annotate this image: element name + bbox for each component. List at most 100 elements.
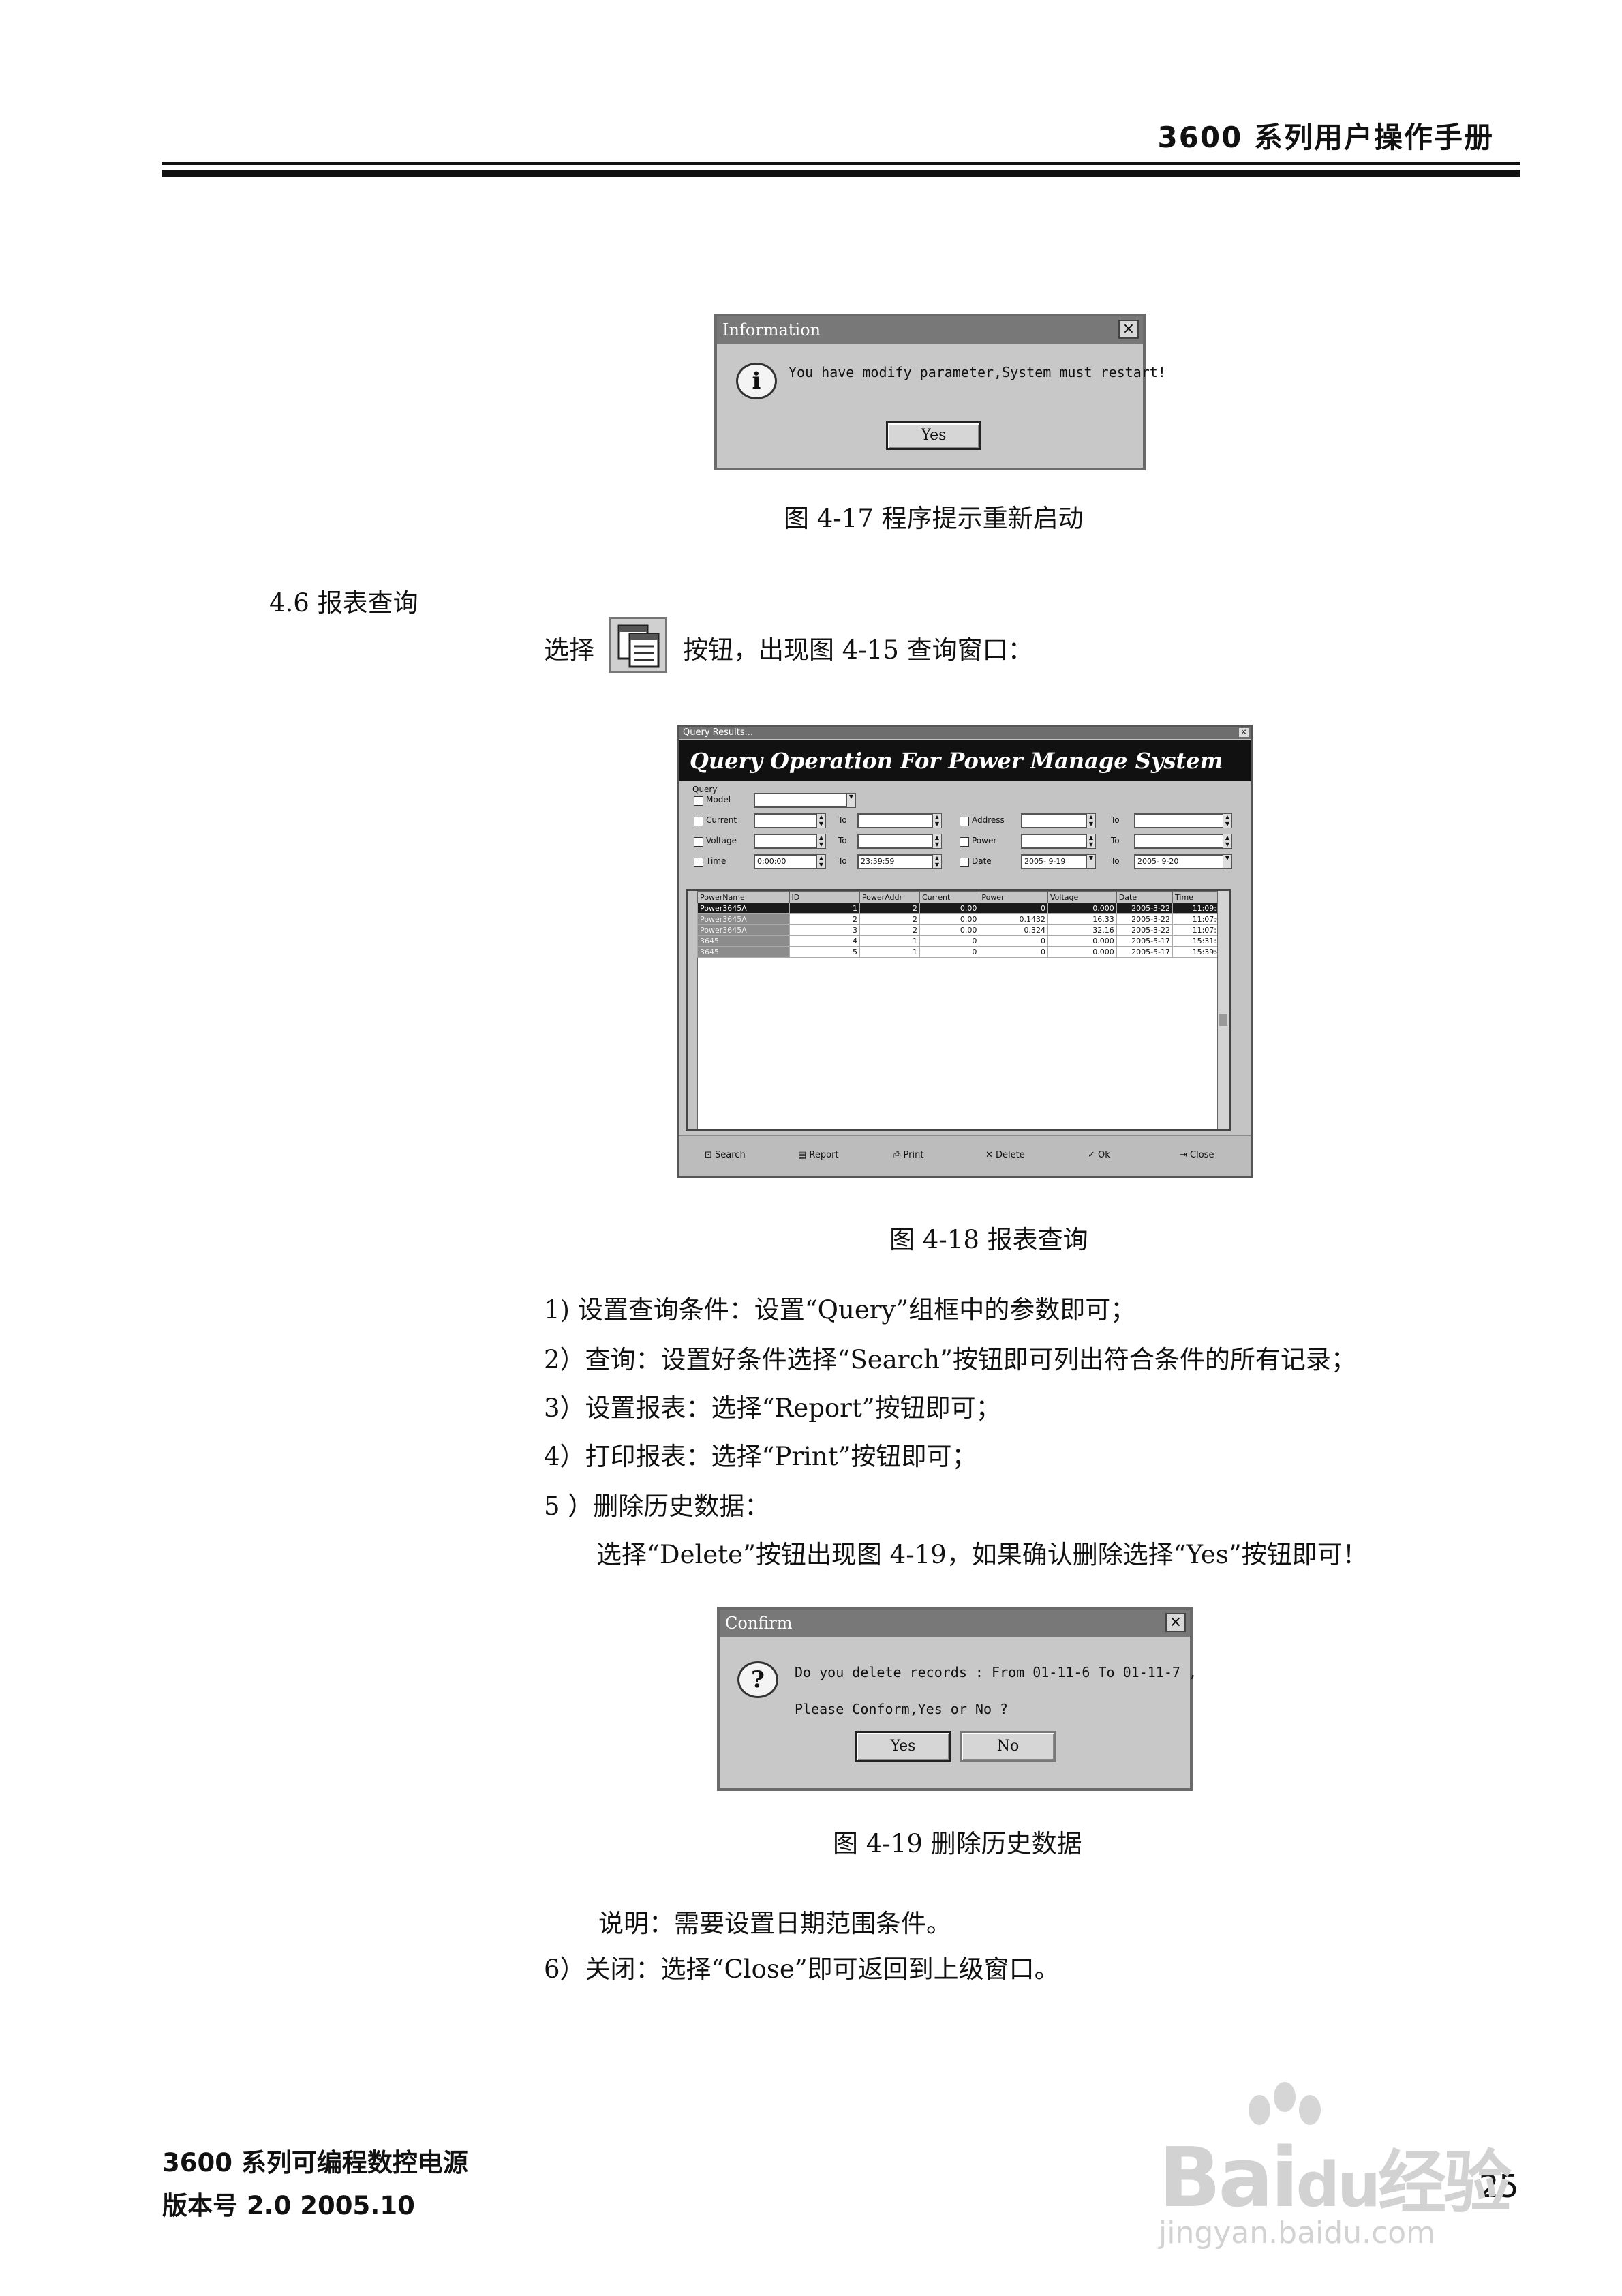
spin-icon[interactable]: ▲▼: [1086, 813, 1096, 828]
time-from-input[interactable]: 0:00:00: [754, 854, 819, 869]
dialog-message: You have modify parameter,System must re…: [789, 364, 1166, 380]
query-window-titlebar: Query Results...: [679, 727, 1251, 739]
print-button[interactable]: ⎙ Print: [893, 1150, 924, 1160]
query-group-label: Query: [692, 785, 718, 794]
column-header[interactable]: Voltage: [1047, 891, 1117, 903]
column-header[interactable]: Power: [979, 891, 1049, 903]
query-row-address: Address ▲▼ To ▲▼: [960, 812, 1246, 830]
table-row[interactable]: 3645 5 1 0 0 0.000 2005-5-17 15:39:41: [697, 946, 1229, 958]
spin-icon[interactable]: ▲▼: [932, 813, 942, 828]
step-5: 5 ）删除历史数据：: [544, 1492, 770, 1521]
query-row-power: Power ▲▼ To ▲▼: [960, 832, 1246, 850]
footer-version: 版本号 2.0 2005.10: [162, 2191, 415, 2220]
close-icon[interactable]: ×: [1118, 320, 1139, 339]
ok-button[interactable]: ✓ Ok: [1088, 1150, 1110, 1160]
current-checkbox[interactable]: [694, 817, 703, 826]
column-header[interactable]: PowerName: [697, 891, 790, 903]
spin-icon[interactable]: ▲▼: [1086, 834, 1096, 849]
close-icon[interactable]: ×: [1239, 728, 1249, 737]
table-row[interactable]: Power3645A 2 2 0.00 0.1432 16.33 2005-3-…: [697, 913, 1229, 925]
step-2: 2）查询：设置好条件选择“Search”按钮即可列出符合条件的所有记录；: [544, 1345, 1356, 1374]
time-checkbox[interactable]: [694, 858, 703, 867]
exit-icon: ⇥: [1180, 1150, 1191, 1160]
voltage-checkbox[interactable]: [694, 837, 703, 847]
header-rule-thick: [162, 170, 1520, 177]
footer-product: 3600 系列可编程数控电源: [162, 2148, 468, 2177]
column-header[interactable]: Time: [1172, 891, 1229, 903]
table-row[interactable]: Power3645A 3 2 0.00 0.324 32.16 2005-3-2…: [697, 924, 1229, 936]
column-header[interactable]: PowerAddr: [859, 891, 921, 903]
no-button[interactable]: No: [960, 1731, 1056, 1762]
step-6: 6）关闭：选择“Close”即可返回到上级窗口。: [544, 1954, 1060, 1984]
current-to-input[interactable]: [857, 813, 934, 828]
step-4: 4）打印报表：选择“Print”按钮即可；: [544, 1442, 977, 1471]
chevron-down-icon[interactable]: ▼: [1223, 854, 1232, 869]
query-row-current: Current ▲▼ To ▲▼: [694, 812, 953, 830]
confirm-dialog: Confirm × ? Do you delete records : From…: [717, 1607, 1197, 1791]
query-row-model: Model ▼: [694, 791, 1239, 809]
spin-icon[interactable]: ▲▼: [816, 813, 826, 828]
step-5-detail: 选择“Delete”按钮出现图 4-19，如果确认删除选择“Yes”按钮即可！: [596, 1540, 1368, 1569]
date-checkbox[interactable]: [960, 858, 969, 867]
spin-icon[interactable]: ▲▼: [1223, 834, 1232, 849]
spin-icon[interactable]: ▲▼: [1223, 813, 1232, 828]
close-icon[interactable]: ×: [1165, 1613, 1186, 1632]
scrollbar-thumb[interactable]: [1219, 1014, 1227, 1026]
spin-icon[interactable]: ▲▼: [816, 854, 826, 869]
dialog-titlebar: Information: [717, 316, 1143, 344]
current-from-input[interactable]: [754, 813, 819, 828]
table-row[interactable]: Power3645A 1 2 0.00 0 0.000 2005-3-22 11…: [697, 903, 1229, 914]
page-number: 25: [1479, 2168, 1519, 2205]
check-icon: ✓: [1088, 1150, 1099, 1160]
time-to-input[interactable]: 23:59:59: [857, 854, 934, 869]
voltage-from-input[interactable]: [754, 834, 819, 849]
paw-icon: [1249, 2082, 1321, 2125]
date-from-input[interactable]: 2005- 9-19: [1021, 854, 1089, 869]
power-to-input[interactable]: [1134, 834, 1224, 849]
date-to-input[interactable]: 2005- 9-20: [1134, 854, 1224, 869]
yes-button[interactable]: Yes: [886, 421, 981, 450]
chevron-down-icon[interactable]: ▼: [846, 793, 856, 808]
records-grid[interactable]: PowerName ID PowerAddr Current Power Vol…: [686, 889, 1231, 1131]
model-checkbox[interactable]: [694, 796, 703, 806]
chevron-down-icon[interactable]: ▼: [1086, 854, 1096, 869]
query-row-voltage: Voltage ▲▼ To ▲▼: [694, 832, 953, 850]
address-from-input[interactable]: [1021, 813, 1089, 828]
figure-caption: 图 4-19 删除历史数据: [833, 1829, 1082, 1858]
address-checkbox[interactable]: [960, 817, 969, 826]
dialog-message-line1: Do you delete records : From 01-11-6 To …: [795, 1664, 1197, 1680]
close-button[interactable]: ⇥ Close: [1180, 1150, 1214, 1160]
watermark-url: jingyan.baidu.com: [1159, 2216, 1436, 2250]
note-text: 说明：需要设置日期范围条件。: [598, 1909, 951, 1938]
spin-icon[interactable]: ▲▼: [816, 834, 826, 849]
table-row[interactable]: 3645 4 1 0 0 0.000 2005-5-17 15:31:54: [697, 935, 1229, 947]
watermark-brand: Bai: [1159, 2131, 1299, 2226]
running-header: 3600 系列用户操作手册: [1157, 121, 1494, 154]
model-select[interactable]: [754, 793, 856, 808]
spin-icon[interactable]: ▲▼: [932, 854, 942, 869]
query-toolbar: ⊡ Search ▤ Report ⎙ Print ✕ Delete ✓ Ok …: [679, 1135, 1251, 1176]
column-header[interactable]: Date: [1116, 891, 1174, 903]
baidu-watermark: Baidu经验 jingyan.baidu.com: [1152, 2079, 1533, 2250]
power-checkbox[interactable]: [960, 837, 969, 847]
report-query-icon: [609, 617, 667, 673]
question-icon: ?: [737, 1661, 778, 1698]
header-rule-thin: [162, 162, 1520, 165]
information-dialog: Information × i You have modify paramete…: [714, 314, 1166, 470]
query-row-time: Time 0:00:00 ▲▼ To 23:59:59 ▲▼: [694, 853, 953, 871]
address-to-input[interactable]: [1134, 813, 1224, 828]
voltage-to-input[interactable]: [857, 834, 934, 849]
info-icon: i: [736, 363, 777, 399]
table-header-row: PowerName ID PowerAddr Current Power Vol…: [697, 891, 1229, 903]
search-button[interactable]: ⊡ Search: [705, 1150, 746, 1160]
printer-icon: ⎙: [893, 1150, 904, 1160]
column-header[interactable]: Current: [919, 891, 980, 903]
spin-icon[interactable]: ▲▼: [932, 834, 942, 849]
yes-button[interactable]: Yes: [855, 1731, 951, 1762]
column-header[interactable]: ID: [789, 891, 860, 903]
figure-caption: 图 4-17 程序提示重新启动: [784, 504, 1084, 533]
vertical-scrollbar[interactable]: [1217, 891, 1229, 1129]
power-from-input[interactable]: [1021, 834, 1089, 849]
delete-button[interactable]: ✕ Delete: [985, 1150, 1025, 1160]
report-button[interactable]: ▤ Report: [798, 1150, 839, 1160]
